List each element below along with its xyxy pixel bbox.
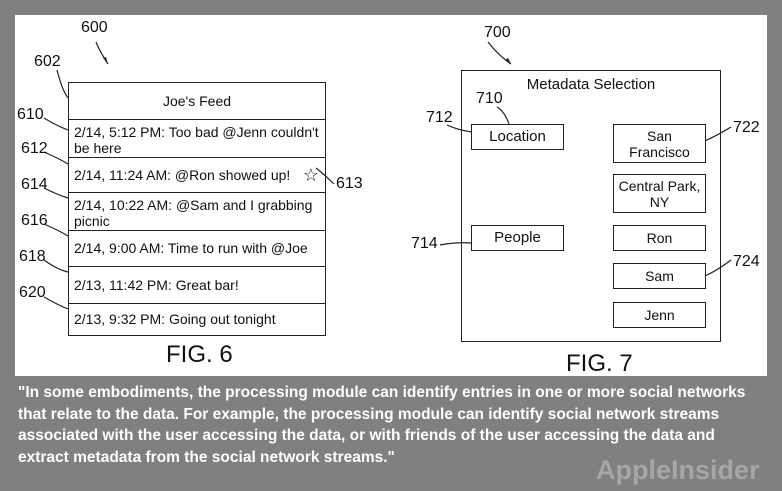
ref-616: 616 [21,212,48,229]
ref-620: 620 [19,284,46,301]
fig7-caption: FIG. 7 [566,350,633,377]
ref-618: 618 [19,248,46,265]
feed-entry: 2/14, 11:24 AM: @Ron showed up! ☆ [69,158,325,193]
ref-614: 614 [21,176,48,193]
category-location[interactable]: Location [471,124,564,150]
feed-entry: 2/13, 9:32 PM: Going out tonight [74,311,276,327]
patent-quote: "In some embodiments, the processing mod… [18,384,746,466]
feed-entry: 2/14, 5:12 PM: Too bad @Jenn couldn't be… [69,120,325,158]
appleinsider-watermark: AppleInsider [596,455,760,485]
ref-714: 714 [411,235,438,252]
ref-724: 724 [733,253,760,270]
feed-entry: 2/14, 9:00 AM: Time to run with @Joe [69,231,325,267]
ref-610: 610 [17,106,44,123]
category-people[interactable]: People [471,225,564,251]
value-central-park-ny[interactable]: Central Park, NY [613,174,706,213]
joes-feed-box: Joe's Feed 2/14, 5:12 PM: Too bad @Jenn … [68,82,326,336]
fig6-caption: FIG. 6 [166,341,233,368]
ref-612: 612 [21,140,48,157]
value-ron[interactable]: Ron [613,225,706,251]
ref-602: 602 [34,53,61,70]
metadata-selection-box: Metadata Selection [461,70,721,342]
ref-700: 700 [484,24,511,41]
value-san-francisco[interactable]: San Francisco [613,124,706,163]
ref-600: 600 [81,19,108,36]
feed-entry: 2/14, 10:22 AM: @Sam and I grabbing picn… [69,193,325,231]
ref-613: 613 [336,175,363,192]
ref-722: 722 [733,119,760,136]
feed-title: Joe's Feed [69,83,325,120]
ref-710: 710 [476,90,503,107]
value-sam[interactable]: Sam [613,263,706,289]
patent-figure-panel [15,15,767,376]
ref-712: 712 [426,109,453,126]
feed-entry: 2/13, 11:42 PM: Great bar! [69,267,325,304]
value-jenn[interactable]: Jenn [613,302,706,328]
metadata-selection-title: Metadata Selection [526,76,656,93]
star-icon[interactable]: ☆ [302,165,319,185]
